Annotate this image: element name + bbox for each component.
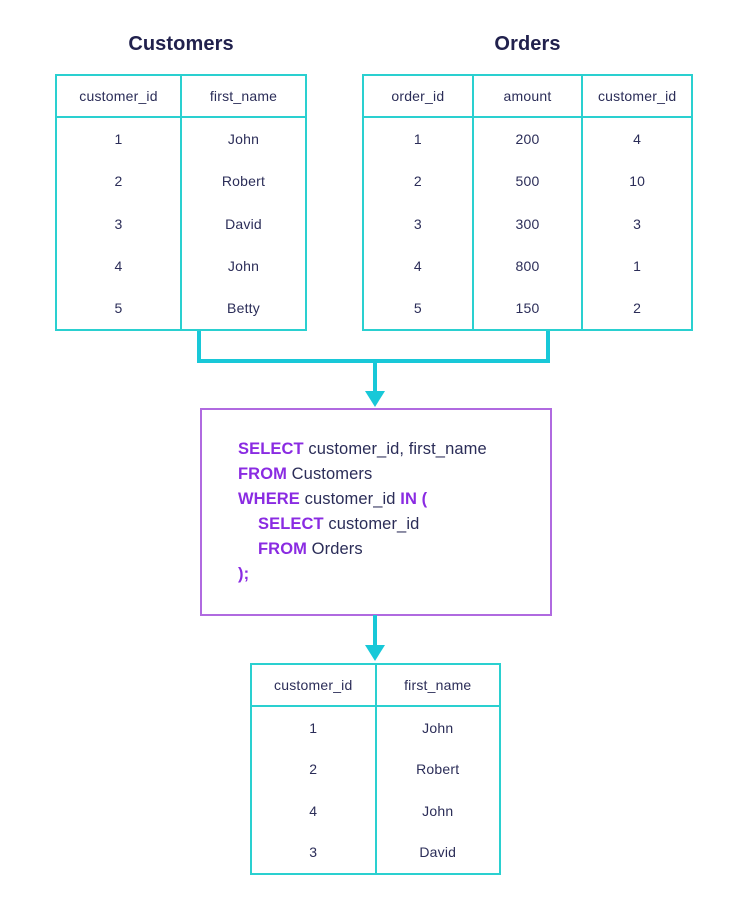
table-body-column: 1 2 4 3	[252, 707, 375, 873]
connector-query-stem	[373, 615, 377, 648]
table-cell: 4	[413, 257, 422, 274]
arrow-down-icon-to-result	[365, 645, 385, 661]
table-cell: Robert	[416, 761, 460, 778]
table-cell: David	[225, 215, 262, 232]
table-body-column: 1 2 3 4 5	[57, 118, 180, 329]
table-cell: 2	[309, 761, 318, 778]
column-header: customer_id	[79, 88, 158, 104]
sql-identifier: Orders	[306, 540, 363, 558]
table-header-column: amount	[471, 76, 582, 116]
table-body-column: 200 500 300 800 150	[471, 118, 582, 329]
column-header: first_name	[404, 677, 472, 693]
table-cell: 1	[413, 131, 422, 148]
table-cell: 1	[633, 257, 642, 274]
table-header-column: customer_id	[581, 76, 691, 116]
sql-keyword: FROM	[238, 465, 287, 483]
connector-right-stem	[546, 331, 550, 363]
sql-line: );	[238, 562, 550, 587]
table-cell: 800	[515, 257, 540, 274]
table-cell: 5	[114, 299, 123, 316]
table-cell: 300	[515, 215, 540, 232]
table-body-column: 1 2 3 4 5	[364, 118, 472, 329]
connector-left-stem	[197, 331, 201, 363]
table-cell: 4	[114, 257, 123, 274]
customers-table-title: Customers	[128, 33, 234, 55]
sql-keyword: );	[238, 565, 250, 583]
column-header: customer_id	[274, 677, 353, 693]
table-header-column: first_name	[374, 665, 500, 705]
table-cell: 5	[413, 299, 422, 316]
column-header: customer_id	[597, 88, 677, 104]
sql-keyword: IN (	[400, 490, 428, 508]
sql-line: WHERE customer_id IN (	[238, 487, 550, 512]
table-cell: John	[227, 257, 260, 274]
table-cell: 500	[515, 173, 540, 190]
table-cell: 3	[309, 844, 318, 861]
table-cell: Robert	[221, 173, 266, 190]
sql-keyword: SELECT	[238, 440, 304, 458]
table-cell: Betty	[227, 299, 260, 316]
sql-line: FROM Orders	[238, 537, 550, 562]
arrow-down-icon-to-query	[365, 391, 385, 407]
table-cell: John	[227, 131, 260, 148]
table-cell: John	[422, 719, 454, 736]
result-table-header: customer_id first_name	[252, 665, 499, 707]
column-header: amount	[503, 88, 552, 104]
connector-down-stem	[373, 359, 377, 394]
table-cell: 2	[114, 173, 123, 190]
table-header-column: order_id	[364, 76, 472, 116]
sql-keyword: WHERE	[238, 490, 300, 508]
sql-line: SELECT customer_id	[238, 512, 550, 537]
customers-table-header: customer_id first_name	[57, 76, 305, 118]
table-cell: 10	[629, 173, 646, 190]
table-cell: David	[419, 844, 457, 861]
table-cell: 4	[309, 802, 318, 819]
sql-keyword: FROM	[258, 540, 307, 558]
table-cell: 1	[114, 131, 123, 148]
table-cell: John	[422, 802, 454, 819]
table-header-column: customer_id	[252, 665, 375, 705]
sql-identifier: Customers	[286, 465, 373, 483]
column-header: first_name	[209, 88, 278, 104]
table-cell: 3	[633, 215, 642, 232]
sql-line: FROM Customers	[238, 462, 550, 487]
sql-keyword: SELECT	[258, 515, 324, 533]
table-body-column: 4 10 3 1 2	[581, 118, 691, 329]
table-cell: 200	[515, 131, 540, 148]
orders-table-body: 1 2 3 4 5 200 500 300 800 150 4 10 3 1 2	[364, 118, 691, 329]
orders-table-title: Orders	[494, 33, 561, 55]
table-cell: 4	[633, 131, 642, 148]
orders-table: order_id amount customer_id 1 2 3 4 5 200 500 300…	[362, 74, 693, 331]
table-cell: 2	[633, 299, 642, 316]
sql-identifier: customer_id, first_name	[303, 440, 487, 458]
sql-identifier: customer_id	[323, 515, 420, 533]
sql-line: SELECT customer_id, first_name	[238, 437, 550, 462]
sql-identifier: customer_id	[299, 490, 401, 508]
orders-table-header: order_id amount customer_id	[364, 76, 691, 118]
table-cell: 150	[515, 299, 540, 316]
table-cell: 2	[413, 173, 422, 190]
table-header-column: first_name	[180, 76, 305, 116]
table-header-column: customer_id	[57, 76, 180, 116]
column-header: order_id	[391, 88, 445, 104]
table-cell: 1	[309, 719, 318, 736]
table-cell: 3	[413, 215, 422, 232]
table-cell: 3	[114, 215, 123, 232]
